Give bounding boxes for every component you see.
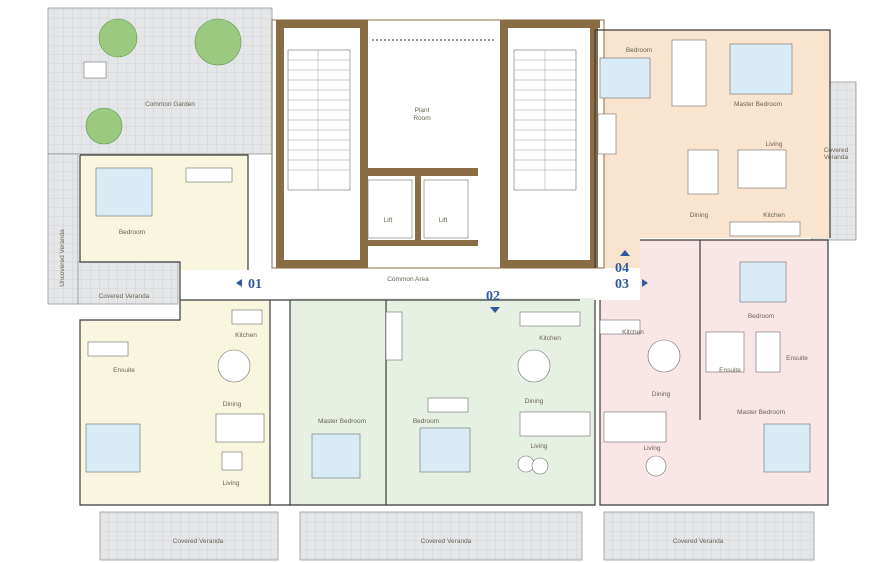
covered-veranda-bottom-left bbox=[99, 511, 279, 561]
kitchen-counter-icon bbox=[729, 221, 801, 237]
room-label: Kitchen bbox=[622, 329, 644, 336]
room-label: Kitchen bbox=[539, 335, 561, 342]
unit-number: 01 bbox=[248, 277, 262, 292]
covered-veranda-label: Covered Veranda bbox=[99, 293, 150, 300]
coffee-table-icon bbox=[645, 455, 667, 477]
arrow-down-icon bbox=[490, 307, 500, 313]
bathtub-icon bbox=[385, 311, 403, 361]
room-label: Ensuite bbox=[786, 355, 808, 362]
planter-icon bbox=[83, 61, 107, 79]
unit-number: 04 bbox=[615, 261, 629, 276]
room-label: Bedroom bbox=[413, 418, 439, 425]
room-label: Dining bbox=[525, 398, 544, 405]
lift-label: Lift bbox=[439, 217, 448, 224]
room-label: Master Bedroom bbox=[737, 409, 785, 416]
bed-icon bbox=[85, 423, 141, 473]
ensuite-fixtures-icon bbox=[755, 331, 781, 373]
bed-icon bbox=[311, 433, 361, 479]
ensuite-fixtures-icon bbox=[705, 331, 745, 373]
arrow-left-icon bbox=[236, 279, 242, 287]
covered-veranda-label: Covered Veranda bbox=[173, 538, 224, 545]
covered-veranda-left bbox=[77, 261, 179, 305]
lift-label: Lift bbox=[384, 217, 393, 224]
uncovered-veranda-label: Uncovered Veranda bbox=[59, 229, 66, 287]
room-label: Bedroom bbox=[119, 229, 145, 236]
unit-number: 03 bbox=[615, 277, 629, 292]
room-label: Dining bbox=[690, 212, 709, 219]
bed-icon bbox=[419, 427, 471, 473]
common-area-label: Common Area bbox=[387, 276, 429, 283]
kitchen-counter-icon bbox=[231, 309, 263, 325]
building-core bbox=[271, 19, 605, 269]
room-label: Ensuite bbox=[719, 367, 741, 374]
room-label: Dining bbox=[652, 391, 671, 398]
bathtub-icon bbox=[185, 167, 233, 183]
bed-icon bbox=[729, 43, 793, 95]
room-label: Bedroom bbox=[748, 313, 774, 320]
tree-icon bbox=[85, 107, 123, 145]
room-label: Living bbox=[531, 443, 548, 450]
arrow-right-icon bbox=[642, 279, 648, 287]
common-garden bbox=[47, 7, 273, 155]
sofa-icon bbox=[603, 411, 667, 443]
unit-number: 02 bbox=[486, 289, 500, 304]
coffee-table-icon bbox=[221, 451, 243, 471]
dining-table-icon bbox=[517, 349, 551, 383]
covered-veranda-label: Covered Veranda bbox=[673, 538, 724, 545]
bathtub-icon bbox=[597, 113, 617, 155]
room-label: Master Bedroom bbox=[734, 101, 782, 108]
room-label: Living bbox=[766, 141, 783, 148]
room-label: Living bbox=[223, 480, 240, 487]
plant-room-label: Plant bbox=[415, 107, 430, 114]
bed-icon bbox=[95, 167, 153, 217]
bed-icon bbox=[599, 57, 651, 99]
wardrobe-icon bbox=[427, 397, 469, 413]
kitchen-counter-icon bbox=[519, 311, 581, 327]
dining-table-icon bbox=[647, 339, 681, 373]
side-table-icon bbox=[531, 457, 549, 475]
arrow-up-icon bbox=[620, 250, 630, 256]
room-label: Kitchen bbox=[763, 212, 785, 219]
furniture bbox=[85, 39, 811, 479]
sofa-icon bbox=[519, 411, 591, 437]
room-label: Kitchen bbox=[235, 332, 257, 339]
covered-veranda-label: Covered Veranda bbox=[421, 538, 472, 545]
room-label: Living bbox=[644, 445, 661, 452]
room-label: Master Bedroom bbox=[318, 418, 366, 425]
plant-room-label: Room bbox=[413, 115, 430, 122]
room-label: Ensuite bbox=[113, 367, 135, 374]
covered-veranda-label: Veranda bbox=[824, 154, 849, 161]
bed-icon bbox=[763, 423, 811, 473]
kitchen-counter-icon bbox=[599, 319, 641, 335]
wardrobe-icon bbox=[671, 39, 707, 107]
sofa-icon bbox=[737, 149, 787, 189]
sofa-icon bbox=[215, 413, 265, 443]
bed-icon bbox=[739, 261, 787, 303]
room-label: Bedroom bbox=[626, 47, 652, 54]
dining-table-icon bbox=[687, 149, 719, 195]
common-garden-label: Common Garden bbox=[145, 101, 195, 108]
bathtub-icon bbox=[87, 341, 129, 357]
tree-icon bbox=[194, 18, 242, 66]
covered-veranda-label: Covered bbox=[824, 147, 849, 154]
covered-veranda-bottom-mid bbox=[299, 511, 583, 561]
room-label: Dining bbox=[223, 401, 242, 408]
dining-table-icon bbox=[217, 349, 251, 383]
side-table-icon bbox=[517, 455, 535, 473]
tree-icon bbox=[98, 18, 138, 58]
walls bbox=[79, 29, 831, 506]
uncovered-veranda bbox=[47, 153, 79, 305]
covered-veranda-bottom-right bbox=[603, 511, 815, 561]
